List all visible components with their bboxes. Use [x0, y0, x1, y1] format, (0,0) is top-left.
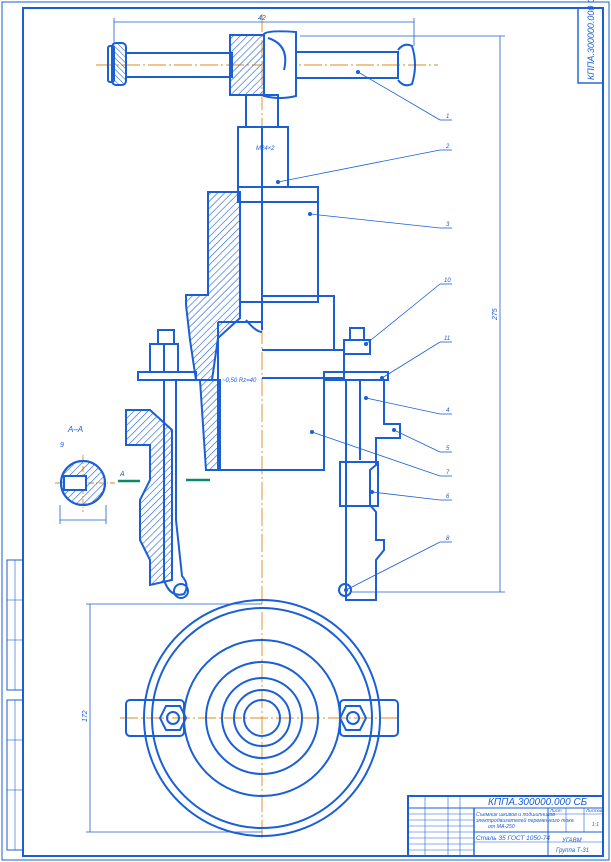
- callout-7: 7: [446, 470, 450, 476]
- cross-plate: [137, 327, 389, 381]
- section-marker: А: [119, 471, 125, 478]
- left-jaw: [125, 379, 189, 599]
- accent-marks: [118, 478, 210, 483]
- dim-bottom: 172: [82, 710, 89, 722]
- material: Сталь 35 ГОСТ 1050-74: [476, 835, 550, 842]
- callout-6: 6: [446, 494, 450, 500]
- dimension-lines: [86, 18, 505, 833]
- dim-overall: 275: [492, 308, 499, 321]
- right-jaw: [338, 380, 401, 601]
- callout-1: 1: [446, 114, 449, 120]
- drawing-code: КППА.300000.000 СБ: [488, 797, 588, 808]
- title-block: [407, 795, 604, 857]
- dim-top: 42: [258, 15, 266, 22]
- title-line-1: Съемник шкивов и подшипников: [476, 812, 555, 818]
- title-line-3: от МА-250: [488, 824, 515, 830]
- rotated-code: КППА.300000.000 СБ: [586, 0, 596, 80]
- callout-11: 11: [444, 336, 450, 342]
- leader-lines: [277, 71, 452, 591]
- roughness-note: ~0,50 Rz=40: [222, 378, 257, 384]
- section-label: А–А: [67, 425, 83, 434]
- callout-2: 2: [445, 144, 450, 150]
- sheets-label: Листов: [585, 808, 603, 813]
- section-aa: [59, 460, 107, 524]
- callout-5: 5: [446, 446, 450, 452]
- t-handle: [107, 30, 416, 99]
- callout-3: 3: [446, 222, 450, 228]
- screw: [237, 94, 319, 330]
- left-body-section: [185, 191, 241, 471]
- scale-value: 1:1: [592, 822, 599, 828]
- sheet-label: Лист: [549, 808, 562, 813]
- right-body: [217, 295, 345, 471]
- title-line-2: электродвигателей переменного тока: [476, 817, 574, 824]
- organization-2: Группа Т-31: [556, 848, 589, 854]
- callout-9: 9: [60, 442, 64, 449]
- callout-10: 10: [444, 278, 451, 284]
- plan-view: [125, 599, 399, 837]
- organization-1: УГАВМ: [561, 838, 582, 844]
- leader-dots: [276, 70, 396, 592]
- callout-8: 8: [446, 536, 450, 542]
- dim-thread: М24×2: [256, 146, 275, 152]
- callout-4: 4: [446, 408, 450, 414]
